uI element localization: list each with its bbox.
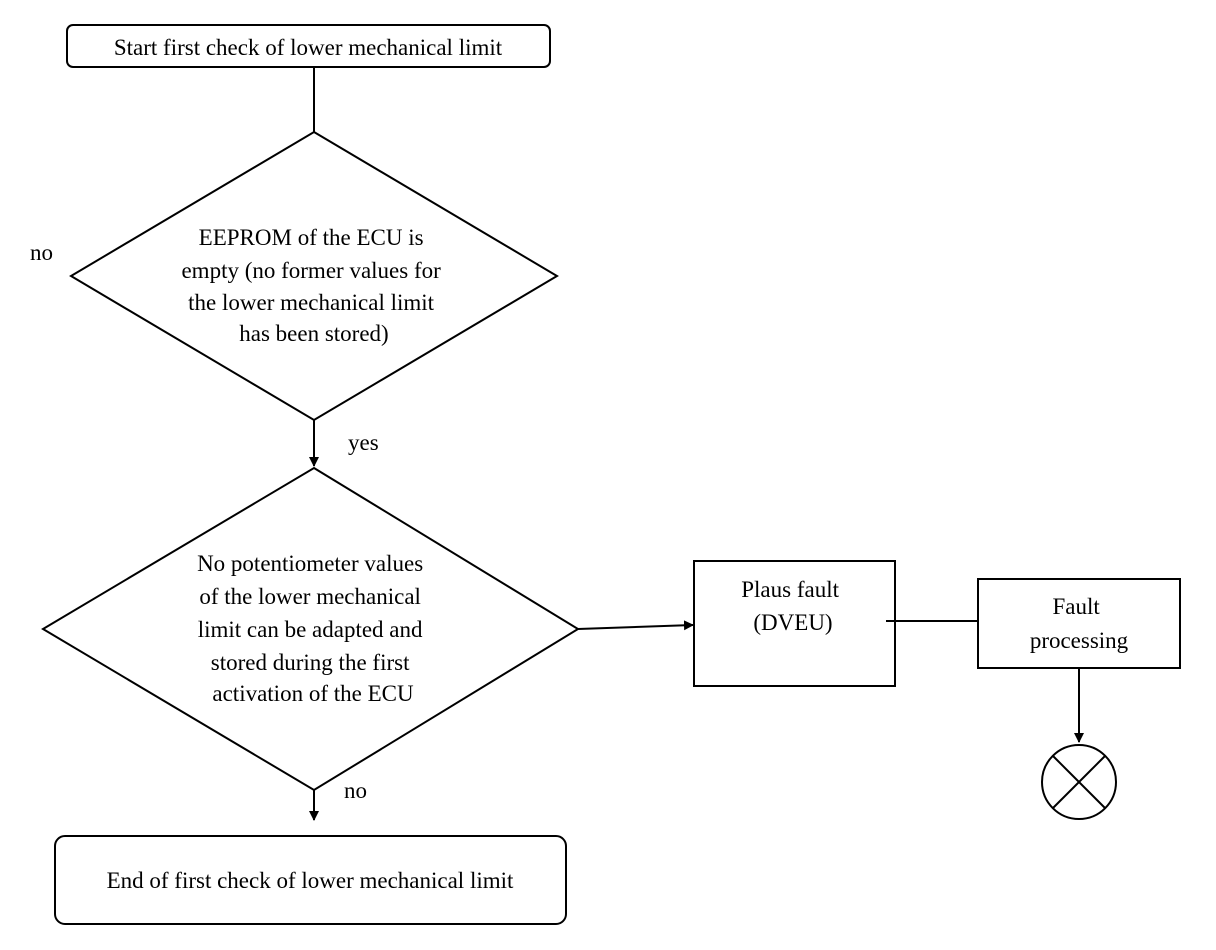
- decision-eeprom-empty: EEPROM of the ECU is empty (no former va…: [69, 130, 559, 422]
- plaus-fault-label: Plaus fault (DVEU): [741, 577, 845, 635]
- circle-x-icon: [1041, 744, 1117, 820]
- start-node: Start first check of lower mechanical li…: [66, 24, 551, 68]
- fault-processing-node: Fault processing: [977, 578, 1181, 669]
- decision-eeprom-label: EEPROM of the ECU is empty (no former va…: [181, 225, 446, 346]
- edge-label-yes-eeprom: yes: [348, 430, 379, 455]
- end-label: End of first check of lower mechanical l…: [107, 868, 514, 893]
- decision-potentiometer-label: No potentiometer values of the lower mec…: [197, 551, 429, 706]
- decision-potentiometer: No potentiometer values of the lower mec…: [41, 466, 580, 792]
- start-label: Start first check of lower mechanical li…: [114, 35, 503, 60]
- edge-label-no-pot: no: [344, 778, 367, 803]
- fault-processing-label: Fault processing: [1030, 594, 1129, 653]
- edge-label-no-eeprom: no: [30, 240, 53, 265]
- edge-potentiometer-to-plaus: [577, 620, 694, 631]
- end-node: End of first check of lower mechanical l…: [54, 835, 567, 925]
- plaus-fault-node: Plaus fault (DVEU): [693, 560, 896, 687]
